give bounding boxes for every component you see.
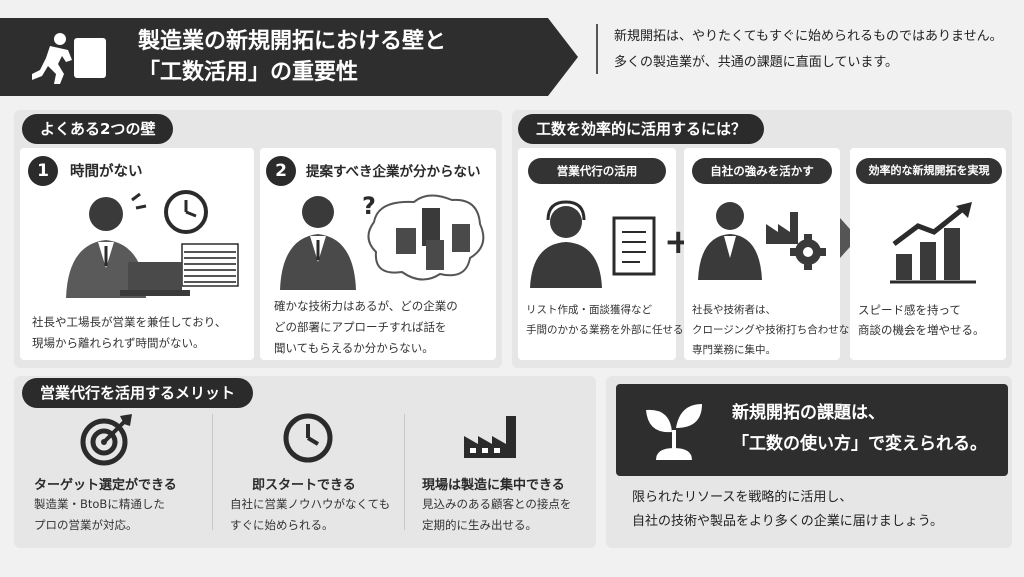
- page-title: 製造業の新規開拓における壁と 「工数活用」の重要性: [138, 26, 446, 88]
- sprout-icon: [646, 404, 702, 460]
- conclusion-headline: 新規開拓の課題は、 「工数の使い方」で変えられる。: [732, 403, 987, 454]
- wall-number-1: 1: [28, 156, 58, 186]
- wall-card-1: [20, 148, 254, 360]
- busy-worker-icon: [66, 190, 239, 298]
- title-line-1: 製造業の新規開拓における壁と: [138, 29, 447, 54]
- header-arrow-shape: [0, 18, 578, 96]
- engineer-with-factory-icon: [698, 202, 826, 280]
- walls-heading: よくある2つの壁: [22, 114, 174, 144]
- chevron-right-icon: [840, 218, 858, 258]
- efficiency-label-2: 自社の強みを活かす: [692, 158, 832, 184]
- wall-title-1: 時間がない: [70, 164, 143, 180]
- efficiency-desc-3: スピード感を持って 商談の機会を増やせる。: [858, 303, 985, 337]
- wall-title-2: 提案すべき企業が分からない: [306, 164, 481, 180]
- title-line-2: 「工数活用」の重要性: [138, 60, 359, 85]
- intro-divider: [596, 24, 598, 74]
- intro-text: 新規開拓は、やりたくてもすぐに始められるものではありません。 多くの製造業が、共…: [614, 29, 1003, 70]
- merit-divider-2: [404, 414, 405, 530]
- efficiency-label-1: 営業代行の活用: [528, 158, 666, 184]
- efficiency-desc-1: リスト作成・面談獲得など 手間のかかる業務を外部に任せる。: [526, 304, 694, 336]
- operator-with-document-icon: [530, 200, 656, 288]
- clock-icon: [283, 413, 333, 463]
- wall-desc-1: 社長や工場長が営業を兼任しており、 現場から離れられず時間がない。: [32, 315, 227, 350]
- factory-icon: [464, 416, 516, 458]
- merit-divider-1: [212, 414, 213, 530]
- target-icon: [80, 414, 132, 466]
- growth-chart-icon: [890, 202, 976, 284]
- merit-title-1: ターゲット選定ができる: [34, 478, 177, 493]
- pushing-person-icon: [32, 33, 106, 84]
- closing-message: 限られたリソースを戦略的に活用し、 自社の技術や製品をより多くの企業に届けましょ…: [632, 490, 943, 529]
- merit-desc-1: 製造業・BtoBに精通した プロの営業が対応。: [34, 497, 165, 532]
- wall-number-2: 2: [266, 156, 296, 186]
- merit-title-2: 即スタートできる: [252, 478, 356, 493]
- merits-heading: 営業代行を活用するメリット: [22, 378, 254, 408]
- svg-text:?: ?: [362, 192, 376, 220]
- confused-person-icon: ?: [280, 192, 485, 290]
- merit-desc-3: 見込みのある顧客との接点を 定期的に生み出せる。: [422, 497, 572, 532]
- efficiency-label-3: 効率的な新規開拓を実現: [856, 158, 1002, 184]
- conclusion-box: 新規開拓の課題は、 「工数の使い方」で変えられる。: [616, 384, 1008, 476]
- merit-desc-2: 自社に営業ノウハウがなくても すぐに始められる。: [230, 497, 391, 532]
- efficiency-heading: 工数を効率的に活用するには？: [518, 114, 765, 144]
- efficiency-desc-2: 社長や技術者は、 クロージングや技術打ち合わせなど 専門業務に集中。: [692, 304, 860, 356]
- merit-title-3: 現場は製造に集中できる: [422, 478, 565, 493]
- header-banner: 製造業の新規開拓における壁と 「工数活用」の重要性: [0, 18, 578, 96]
- wall-desc-2: 確かな技術力はあるが、どの企業の どの部署にアプローチすれば話を 聞いてもらえる…: [274, 299, 458, 355]
